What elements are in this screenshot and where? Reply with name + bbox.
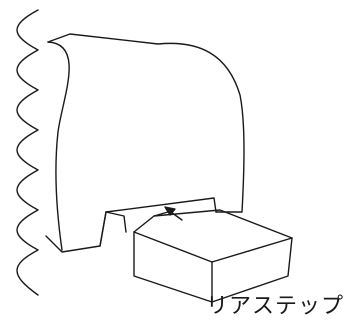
vehicle-body-outline [48,34,244,212]
rear-step-label: リアステップ [206,294,344,320]
rear-step-right [212,238,292,302]
body-inner-edge [48,42,69,250]
rear-step-front [134,232,212,302]
rear-step-top [134,210,292,262]
break-line [17,10,38,295]
bumper-recess-inner [100,212,126,246]
body-lower-left-edge [46,212,106,252]
bumper-recess [106,198,216,212]
